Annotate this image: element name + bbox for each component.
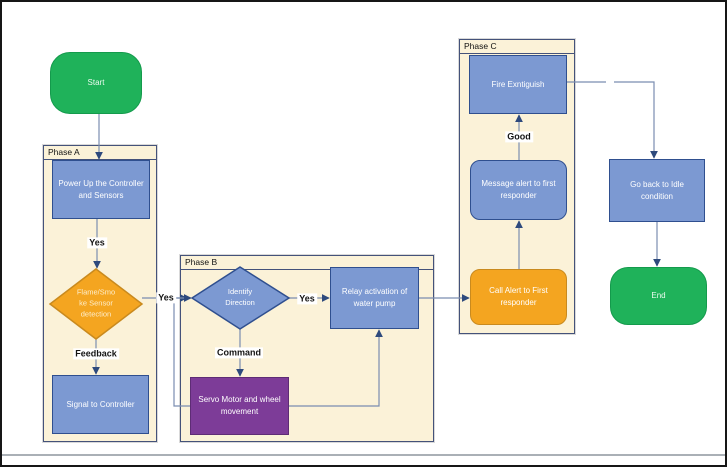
lane-phase-c-label: Phase C — [460, 40, 574, 54]
edge-label-yes-sensor: Yes — [156, 292, 176, 304]
edge-label-yes-identify: Yes — [297, 293, 317, 305]
node-fire-extinguish: Fire Exntiguish — [469, 55, 567, 114]
node-signal-to-controller: Signal to Controller — [52, 375, 149, 434]
node-start: Start — [50, 52, 142, 114]
edge-label-feedback: Feedback — [73, 348, 119, 360]
connector-servo-feedback-to-identify — [173, 294, 192, 407]
node-call-alert: Call Alert to First responder — [470, 269, 567, 325]
node-servo-motor: Servo Motor and wheel movement — [190, 377, 289, 435]
identify-direction-diamond — [190, 266, 291, 330]
page-bottom-edge — [2, 454, 725, 456]
edge-label-good: Good — [505, 131, 533, 143]
node-end: End — [610, 267, 707, 325]
node-relay-activation: Relay activation of water pump — [330, 267, 419, 329]
node-go-back-idle: Go back to Idle condition — [609, 159, 705, 222]
node-power-up: Power Up the Controller and Sensors — [52, 160, 150, 219]
lane-phase-b-label: Phase B — [181, 256, 433, 270]
edge-label-command: Command — [214, 347, 264, 359]
connector-servo-to-relay — [289, 329, 383, 407]
edge-label-yes-power: Yes — [87, 237, 107, 249]
node-message-alert: Message alert to first responder — [470, 160, 567, 220]
flame-sensor-diamond — [48, 268, 144, 340]
connector-fire-to-idle — [614, 81, 658, 159]
